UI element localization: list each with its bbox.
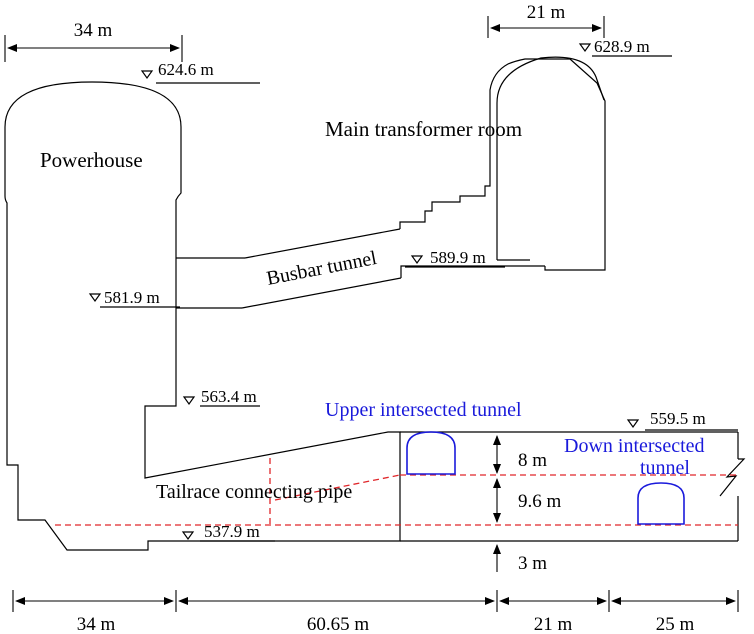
dimension-powerhouse-width: 34 m [4,20,183,62]
vertical-dimensions: 8 m 9.6 m 3 m [493,435,562,574]
elevation-marker-563-4: 563.4 m [182,387,260,407]
elevation-563-4-label: 563.4 m [201,387,257,406]
busbar-tunnel [176,97,545,309]
powerhouse-label: Powerhouse [40,148,143,172]
reference-lines [55,458,738,526]
dimension-34m-top-label: 34 m [74,20,113,41]
dimension-34m-bottom-label: 34 m [77,614,116,634]
powerhouse-outline [4,81,401,551]
tailrace-connecting-pipe-label: Tailrace connecting pipe [156,481,352,503]
dimension-21m-top-label: 21 m [527,2,566,23]
down-intersected-tunnel-label-line1: Down intersected [564,435,705,457]
main-transformer-room [489,56,606,271]
dimension-transformer-width: 21 m [487,2,605,38]
elevation-marker-628-9: 628.9 m [578,37,672,57]
bottom-dimension-chain: 34 m 60.65 m 21 m 25 m [12,590,739,634]
dimension-8m-label: 8 m [518,450,547,471]
elevation-marker-624-6: 624.6 m [140,60,260,84]
elevation-marker-589-9: 589.9 m [405,248,505,268]
tailrace-section [400,431,746,542]
down-intersected-tunnel-label-line2: tunnel [640,457,690,479]
elevation-628-9-label: 628.9 m [594,37,650,56]
dimension-60-65m-label: 60.65 m [307,614,370,634]
elevation-marker-559-5: 559.5 m [626,409,738,431]
elevation-marker-537-9: 537.9 m [181,522,275,542]
down-intersected-tunnel [637,482,685,525]
elevation-537-9-label: 537.9 m [204,522,260,541]
main-transformer-room-label: Main transformer room [325,117,522,141]
dimension-25m-label: 25 m [656,614,695,634]
elevation-624-6-label: 624.6 m [158,60,214,79]
dimension-9-6m-label: 9.6 m [518,491,562,512]
elevation-581-9-label: 581.9 m [104,288,160,307]
elevation-589-9-label: 589.9 m [430,248,486,267]
dimension-21m-bottom-label: 21 m [534,614,573,634]
busbar-tunnel-label: Busbar tunnel [265,247,379,290]
upper-intersected-tunnel-label: Upper intersected tunnel [325,399,522,421]
dimension-3m-label: 3 m [518,553,547,574]
upper-intersected-tunnel [406,431,456,475]
elevation-marker-581-9: 581.9 m [88,288,180,308]
elevation-559-5-label: 559.5 m [650,409,706,428]
